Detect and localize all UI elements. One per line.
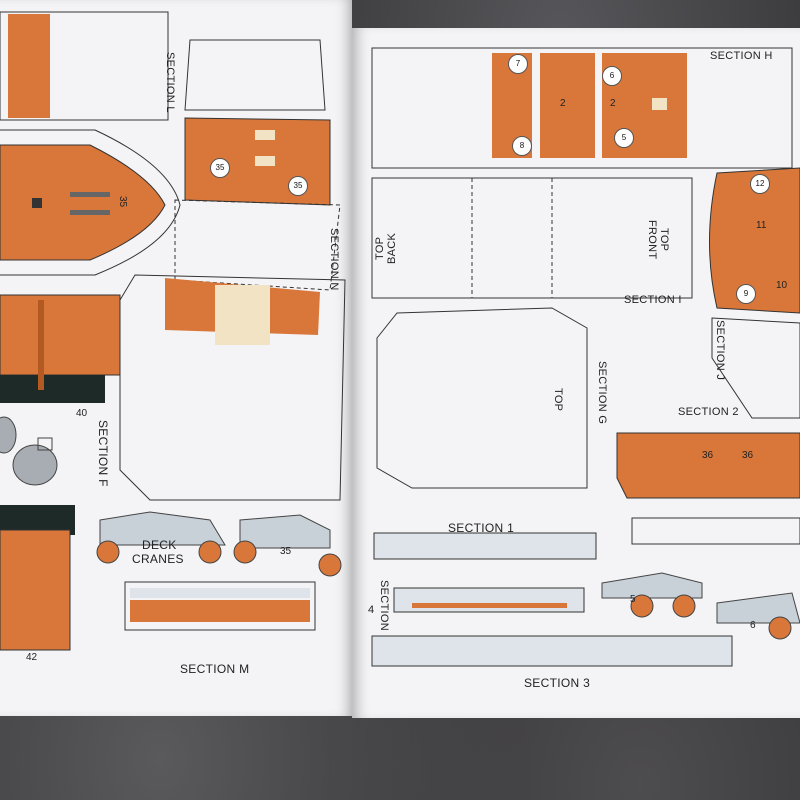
section-m-label: SECTION M [180,662,250,676]
badge-35: 35 [210,158,230,178]
left-page-cutouts [0,11,346,651]
piece-10: 10 [776,280,788,291]
right-page: SECTION H SECTION I SECTION J SECTION G … [352,28,800,718]
piece-2: 2 [610,98,616,109]
section-l-label: SECTION L [164,52,176,113]
section-j-label: SECTION J [714,320,726,381]
badge-8: 8 [512,136,532,156]
cranes-label: CRANES [132,552,184,566]
crane-number-5: 5 [630,594,636,605]
piece-2: 2 [560,98,566,109]
badge-9: 9 [736,284,756,304]
left-page: SECTION L SECTION N SECTION F SECTION M … [0,0,352,716]
tag-36: 36 [702,450,714,461]
section-4-number: 4 [368,604,375,616]
bow-number: 35 [117,196,128,208]
section-g-label: SECTION G [596,361,608,425]
section-i-label: SECTION I [624,294,682,306]
top-back-label-2: BACK [386,232,398,264]
section-2-label: SECTION 2 [678,406,739,418]
section-n-label: SECTION N [328,228,340,291]
badge-35: 35 [288,176,308,196]
section-3-label: SECTION 3 [524,676,591,690]
section-h-label: SECTION H [710,50,773,62]
badge-12: 12 [750,174,770,194]
section-4-label: SECTION [378,580,390,631]
piece-number-40: 40 [76,408,88,419]
top-front-label-2: FRONT [646,220,658,260]
top-front-label: TOP [658,228,670,252]
badge-5: 5 [614,128,634,148]
crane-number: 35 [280,546,292,557]
section-1-label: SECTION 1 [448,521,515,535]
top-back-label: TOP [374,236,386,260]
right-page-cutouts [371,47,800,667]
top-g-label: TOP [552,388,564,412]
crane-number-6: 6 [750,620,756,631]
badge-6: 6 [602,66,622,86]
tag-36: 36 [742,450,754,461]
deck-label: DECK [142,538,177,552]
piece-number-42: 42 [26,652,38,663]
piece-11: 11 [756,220,767,231]
section-f-label: SECTION F [96,420,110,487]
badge-7: 7 [508,54,528,74]
